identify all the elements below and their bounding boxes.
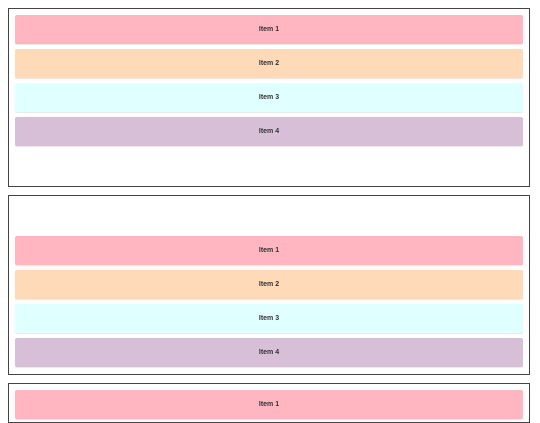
flex-item-2: Item 2: [15, 49, 523, 78]
item-label: Item 4: [258, 349, 280, 356]
item-label: Item 2: [258, 281, 280, 288]
flex-item-1: Item 1: [15, 15, 523, 44]
item-label: Item 1: [258, 247, 280, 254]
flex-item-4: Item 4: [15, 338, 523, 367]
item-label: Item 2: [258, 60, 280, 67]
item-label: Item 1: [258, 26, 280, 33]
flex-item-2: Item 2: [15, 270, 523, 299]
flex-item-3: Item 3: [15, 83, 523, 112]
item-label: Item 3: [258, 94, 280, 101]
item-label: Item 4: [258, 128, 280, 135]
flex-item-4: Item 4: [15, 117, 523, 146]
flex-item-1: Item 1: [15, 236, 523, 265]
flex-item-3: Item 3: [15, 304, 523, 333]
flex-container-start: Item 1 Item 2 Item 3 Item 4: [8, 8, 530, 187]
flex-container-end: Item 1 Item 2 Item 3 Item 4: [8, 195, 530, 375]
flex-container-partial: Item 1: [8, 383, 530, 423]
item-label: Item 3: [258, 315, 280, 322]
